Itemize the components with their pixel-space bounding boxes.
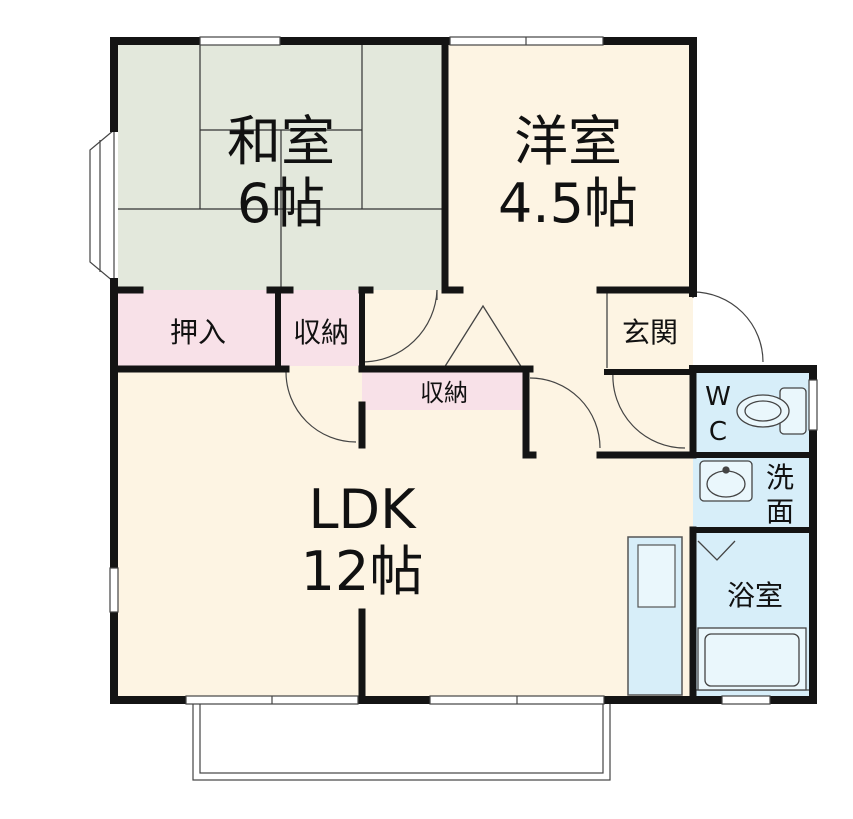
youshitsu-floor — [445, 44, 691, 290]
balcony — [192, 700, 611, 781]
shuno-lower-area — [362, 372, 524, 410]
ldk-name: LDK — [308, 478, 417, 541]
genkan-label: 玄関 — [622, 316, 678, 349]
wc-label-w: W — [705, 382, 731, 412]
shuno-upper-area — [280, 290, 362, 366]
washbasin-icon — [699, 460, 753, 502]
walls — [110, 37, 817, 704]
bath-entry-marker — [697, 540, 736, 561]
refrigerator-icon — [637, 544, 676, 608]
oshiire-area — [118, 290, 278, 366]
oshiire-label: 押入 — [170, 316, 226, 349]
door-swings — [285, 289, 764, 449]
bay-window — [89, 128, 115, 284]
washitsu-name: 和室 — [227, 110, 335, 173]
bathtub-icon — [697, 627, 807, 691]
shuno-upper-label: 収納 — [293, 316, 349, 349]
youshitsu-size: 4.5帖 — [498, 172, 638, 235]
tatami-lines — [118, 44, 445, 290]
shuno-lower-label: 収納 — [420, 379, 468, 407]
wc-label-c: C — [709, 417, 727, 447]
step-marker — [443, 304, 523, 369]
youshitsu-name: 洋室 — [514, 110, 622, 173]
senmen-label-1: 洗 — [766, 461, 794, 494]
washitsu-size: 6帖 — [237, 172, 325, 235]
yokushitsu-label: 浴室 — [727, 579, 783, 612]
toilet-icon — [736, 387, 807, 435]
senmen-label-2: 面 — [766, 495, 794, 528]
windows — [109, 36, 818, 705]
ldk-size: 12帖 — [301, 540, 424, 603]
